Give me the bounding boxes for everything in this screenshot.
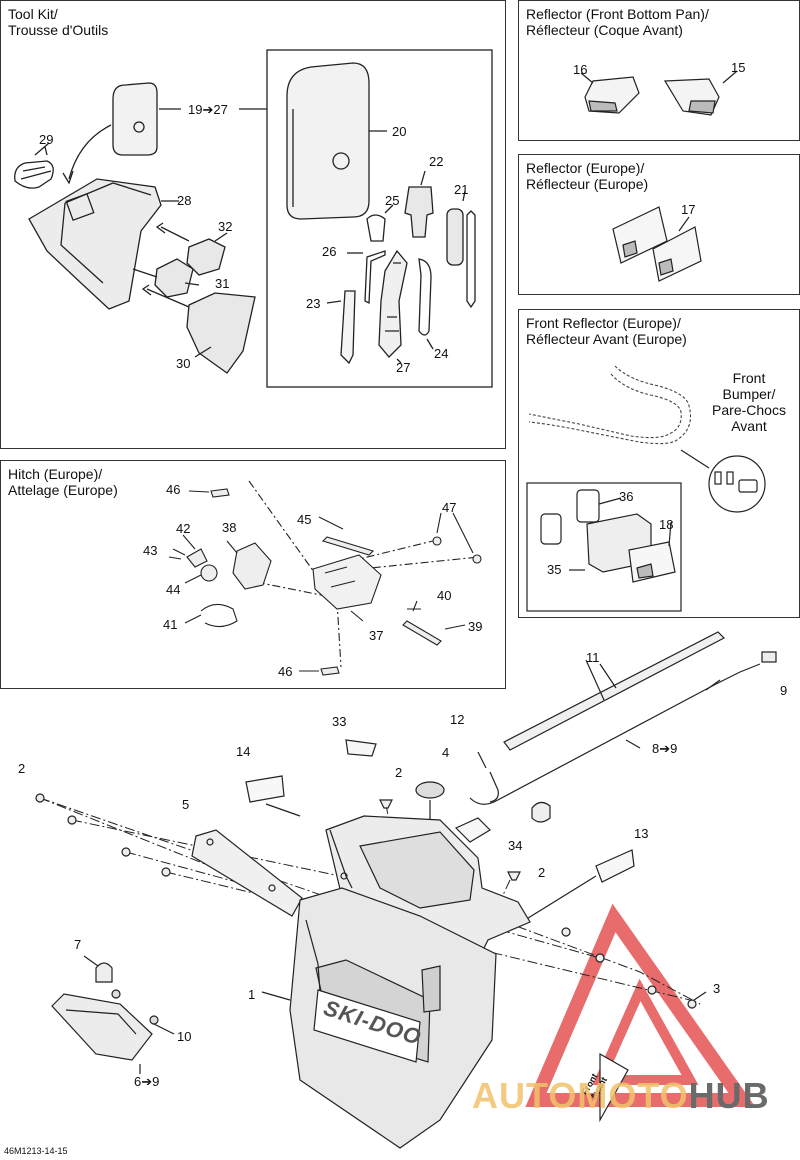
callout-2-left: 2 xyxy=(18,761,26,776)
callout-24: 24 xyxy=(434,346,449,361)
callout-3: 3 xyxy=(713,981,721,996)
callout-7: 7 xyxy=(74,937,82,952)
bumper-line-4: Avant xyxy=(731,418,767,434)
reflector-europe-panel: Reflector (Europe)/ Réflecteur (Europe) … xyxy=(518,154,800,295)
title-en: Front Reflector (Europe)/ xyxy=(526,315,681,331)
callout-47: 47 xyxy=(442,500,457,515)
tool-kit-panel: Tool Kit/ Trousse d'Outils xyxy=(0,0,506,449)
callout-30: 30 xyxy=(176,356,191,371)
callout-34: 34 xyxy=(508,838,523,853)
ski-doo-logo xyxy=(313,989,421,1063)
callout-33: 33 xyxy=(332,714,347,729)
callout-23: 23 xyxy=(306,296,321,311)
watermark-text: AUTOMOTOHUB xyxy=(472,1075,770,1117)
callout-39: 39 xyxy=(468,619,483,634)
title-fr: Trousse d'Outils xyxy=(8,22,109,38)
title-en: Reflector (Front Bottom Pan)/ xyxy=(526,6,709,22)
callout-46-top: 46 xyxy=(166,482,181,497)
callout-18: 18 xyxy=(659,517,674,532)
title-fr: Réflecteur Avant (Europe) xyxy=(526,331,687,347)
callout-6-9: 6➔9 xyxy=(134,1074,160,1089)
callout-12: 12 xyxy=(450,712,465,727)
callout-11: 11 xyxy=(586,650,600,665)
hitch-europe-panel: Hitch (Europe)/ Attelage (Europe) xyxy=(0,460,506,689)
callout-19-27: 19➔27 xyxy=(188,102,228,117)
callout-10: 10 xyxy=(177,1029,192,1044)
callout-36: 36 xyxy=(619,489,634,504)
title-en: Reflector (Europe)/ xyxy=(526,160,645,176)
bumper-line-1: Front xyxy=(732,370,766,386)
callout-32: 32 xyxy=(218,219,233,234)
callout-13: 13 xyxy=(634,826,649,841)
bumper-line-3: Pare-Chocs xyxy=(712,402,786,418)
callout-29: 29 xyxy=(39,132,54,147)
tool-kit-illustration xyxy=(14,49,493,388)
callout-15: 15 xyxy=(731,60,746,75)
title-fr: Attelage (Europe) xyxy=(8,482,118,498)
title-en: Tool Kit/ xyxy=(8,6,58,22)
callout-37: 37 xyxy=(369,628,384,643)
callout-40: 40 xyxy=(437,588,452,603)
watermark-part-2: HUB xyxy=(688,1075,770,1116)
callout-4: 4 xyxy=(442,745,450,760)
front-reflector-europe-title: Front Reflector (Europe)/ Réflecteur Ava… xyxy=(526,315,687,347)
callout-14: 14 xyxy=(236,744,251,759)
footer-code: 46M1213-14-15 xyxy=(4,1146,68,1156)
callout-44: 44 xyxy=(166,582,181,597)
callout-27: 27 xyxy=(396,360,411,375)
callout-5: 5 xyxy=(182,797,190,812)
callout-17: 17 xyxy=(681,202,696,217)
callout-1: 1 xyxy=(248,987,256,1002)
reflector-front-bottom-panel: Reflector (Front Bottom Pan)/ Réflecteur… xyxy=(518,0,800,141)
callout-2-right: 2 xyxy=(538,865,546,880)
callout-43: 43 xyxy=(143,543,158,558)
bumper-line-2: Bumper/ xyxy=(722,386,776,402)
title-fr: Réflecteur (Europe) xyxy=(526,176,649,192)
callout-31: 31 xyxy=(215,276,230,291)
callout-41: 41 xyxy=(163,617,178,632)
callout-25: 25 xyxy=(385,193,400,208)
title-fr: Réflecteur (Coque Avant) xyxy=(526,22,683,38)
front-reflector-illustration xyxy=(526,365,766,612)
reflector-front-bottom-title: Reflector (Front Bottom Pan)/ Réflecteur… xyxy=(526,6,709,38)
watermark-triangle xyxy=(525,903,756,1107)
callout-2-center: 2 xyxy=(395,765,403,780)
callout-21: 21 xyxy=(454,182,469,197)
callout-8-9: 8➔9 xyxy=(652,741,678,756)
callout-26: 26 xyxy=(322,244,337,259)
callout-42: 42 xyxy=(176,521,191,536)
europe-reflector-illustration xyxy=(612,206,702,282)
title-en: Hitch (Europe)/ xyxy=(8,466,103,482)
callout-20: 20 xyxy=(392,124,407,139)
front-bottom-reflector-illustration xyxy=(580,70,738,116)
callout-35: 35 xyxy=(547,562,562,577)
hitch-illustration xyxy=(168,480,482,676)
callout-28: 28 xyxy=(177,193,192,208)
callout-46-bottom: 46 xyxy=(278,664,293,679)
hitch-europe-title: Hitch (Europe)/ Attelage (Europe) xyxy=(8,466,118,498)
callout-9: 9 xyxy=(780,683,788,698)
callout-16: 16 xyxy=(573,62,588,77)
front-bumper-label: Front Bumper/ Pare-Chocs Avant xyxy=(705,370,793,434)
watermark-part-1: AUTOMOTO xyxy=(472,1075,689,1116)
callout-45: 45 xyxy=(297,512,312,527)
reflector-europe-title: Reflector (Europe)/ Réflecteur (Europe) xyxy=(526,160,648,192)
callout-38: 38 xyxy=(222,520,237,535)
callout-22: 22 xyxy=(429,154,444,169)
tool-kit-title: Tool Kit/ Trousse d'Outils xyxy=(8,6,108,38)
